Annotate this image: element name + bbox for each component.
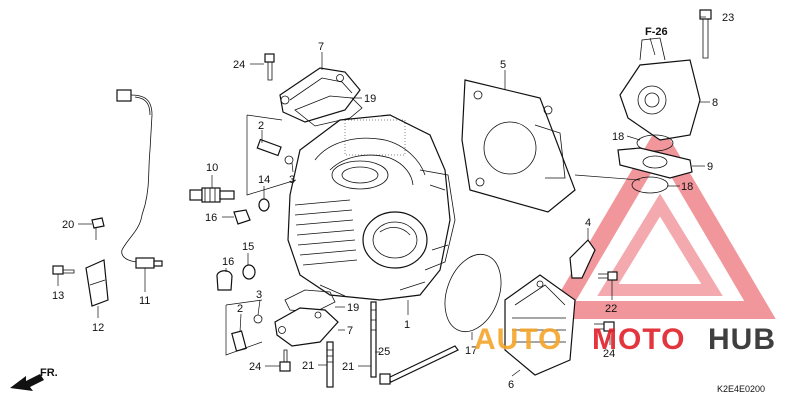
dashed-group-upper-left [246,114,297,196]
fr-arrow-icon [10,374,44,391]
svg-text:F-26: F-26 [645,26,668,38]
callout-21-right: 21 [342,361,354,373]
front-direction-arrow: FR. [10,367,58,391]
diagram-code: K2E4E0200 [717,384,765,394]
callout-23: 23 [722,12,734,24]
callout-17: 17 [465,345,477,357]
svg-text:FR.: FR. [40,367,58,379]
callout-13: 13 [52,290,64,302]
callout-9: 9 [707,161,713,173]
part-16-cap-lower [216,270,233,291]
callout-18-lower: 18 [681,181,693,193]
part-24-bolt-upper [264,53,275,81]
part-9-insulator [617,147,693,179]
callout-1: 1 [404,319,410,331]
part-7-lower-cover [274,307,339,347]
callout-8: 8 [712,97,718,109]
callout-5: 5 [500,59,506,71]
callout-12: 12 [92,322,104,334]
callout-7-lower: 7 [347,325,353,337]
callout-20: 20 [62,219,74,231]
part-11-sensor-harness [116,89,163,269]
wordmark-auto: AUTO [474,323,562,356]
part-24-bolt-lower-right [594,321,615,332]
callout-14: 14 [258,174,270,186]
part-2-valve-guide-lower [231,330,247,352]
part-17-o-ring [444,253,502,333]
part-21-stud-right [370,301,377,378]
callout-24-lower-left: 24 [249,361,261,373]
callout-11: 11 [139,295,150,307]
callout-21-left: 21 [302,360,314,372]
callout-2-lower: 2 [237,303,243,315]
part-10-spark-plug [189,187,235,203]
reference-f26: F-26 [645,26,668,56]
callout-7-upper: 7 [318,41,324,53]
part-25-long-bolt [379,345,459,385]
part-2-valve-guide-upper [256,138,282,157]
automotohub-wordmark: AUTO MOTO HUB [474,323,776,356]
part-5-cylinder-gasket [461,79,576,213]
part-3-clip-lower [253,314,263,324]
callout-15: 15 [242,241,254,253]
watermark-triangle [544,122,776,319]
part-19-upper-gasket [294,95,363,127]
part-19-lower-gasket [284,289,336,313]
part-13-bolt [52,265,75,275]
callout-3-lower: 3 [256,289,262,301]
part-22-bolt [598,271,618,281]
callout-19-lower: 19 [347,302,359,314]
part-4-plate [569,239,596,279]
callout-24-upper: 24 [233,59,245,71]
wordmark-moto: MOTO [592,323,685,356]
part-23-bolt [699,9,712,59]
callout-18-upper: 18 [612,131,624,143]
part-21-stud-left [326,341,334,388]
part-3-clip-upper [284,155,294,165]
callout-19-upper: 19 [364,93,376,105]
watermark-triangle-inner [597,193,723,296]
callout-16-lower: 16 [222,256,234,268]
callout-24-lower-right: 24 [603,348,615,360]
callout-6: 6 [508,379,514,391]
callout-3-upper: 3 [289,174,295,186]
part-24-bolt-lower-left [279,349,291,372]
wordmark-hub: HUB [708,323,776,356]
part-8-intake-pipe [619,37,701,141]
leader-lines [57,16,710,377]
callout-16-upper: 16 [205,212,217,224]
part-20-clip [91,217,105,229]
part-14-washer [258,198,270,212]
callout-22: 22 [605,303,617,315]
callout-2-upper: 2 [258,120,264,132]
part-6-side-cover [504,274,576,376]
part-18-o-ring-lower [631,176,669,194]
part-7-upper-cover [279,67,361,123]
callout-labels: 23 8 7 24 19 5 2 3 10 14 16 18 9 18 20 1… [52,12,734,391]
callout-4: 4 [585,217,591,229]
part-16-cap-upper [233,209,251,225]
automotohub-watermark-logo [544,122,776,319]
part-15-seal [242,264,256,280]
callout-25: 25 [378,346,390,358]
callout-10: 10 [206,162,218,174]
cylinder-head [287,114,456,301]
